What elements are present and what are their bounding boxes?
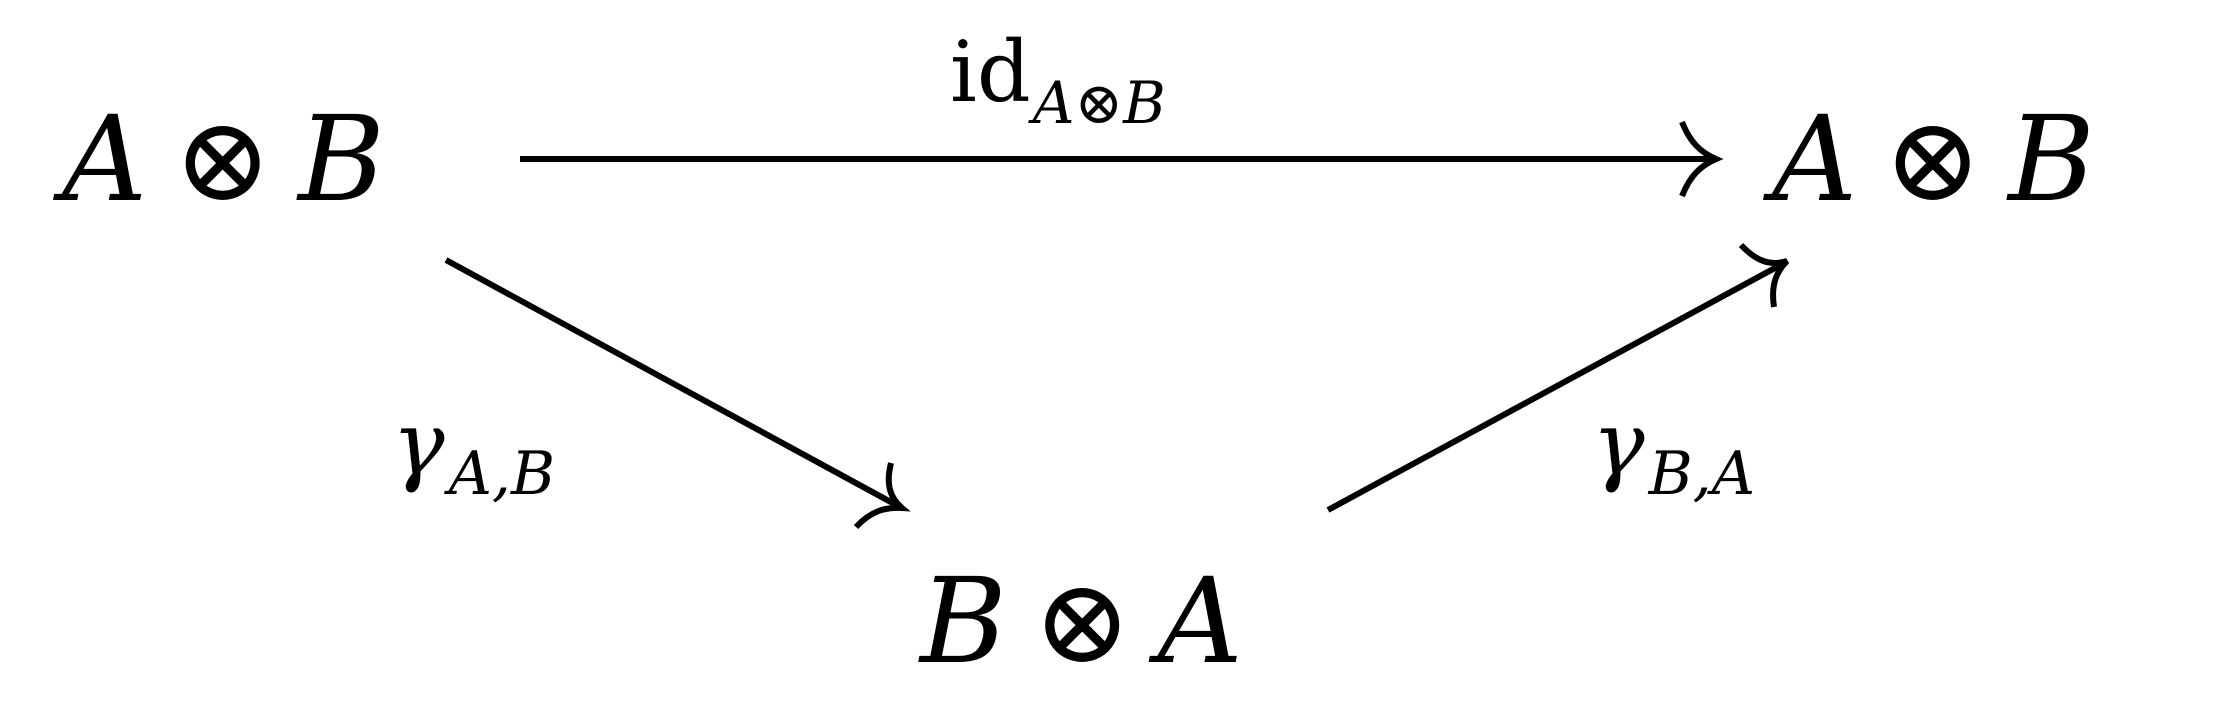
arrow-right-diag-label: γB,A (1592, 400, 1755, 505)
arrow-left-diag-label-sub: A,B (448, 439, 556, 509)
node-bottom-right: A (1157, 552, 1243, 690)
node-bottom: B⊗A (920, 562, 1243, 680)
arrow-top-head (1679, 120, 1724, 198)
node-top-left-left: A (62, 90, 148, 228)
node-top-left: A⊗B (62, 100, 385, 218)
tensor-symbol: ⊗ (1032, 552, 1132, 690)
node-bottom-left: B (920, 552, 1007, 690)
tensor-symbol: ⊗ (173, 90, 273, 228)
arrow-top-label-sub: A⊗B (1032, 69, 1166, 137)
arrow-left-diag-label: γA,B (392, 400, 555, 505)
arrow-left-diag-shaft (444, 257, 902, 510)
arrow-right-diag-label-sub: B,A (1648, 439, 1756, 509)
arrow-top-label-base: id (950, 23, 1031, 121)
arrow-right-diag-head (1738, 242, 1790, 308)
node-top-left-right: B (298, 90, 385, 228)
arrow-top-label: idA⊗B (950, 30, 1166, 132)
arrow-left-diag-label-base: γ (392, 392, 445, 495)
node-top-right-right: B (2008, 90, 2095, 228)
node-top-right: A⊗B (1772, 100, 2095, 218)
arrow-right-diag-label-base: γ (1592, 392, 1645, 495)
tensor-symbol: ⊗ (1883, 90, 1983, 228)
node-top-right-left: A (1772, 90, 1858, 228)
arrow-right-diag-shaft (1326, 259, 1788, 513)
arrow-left-diag-head (853, 462, 911, 530)
